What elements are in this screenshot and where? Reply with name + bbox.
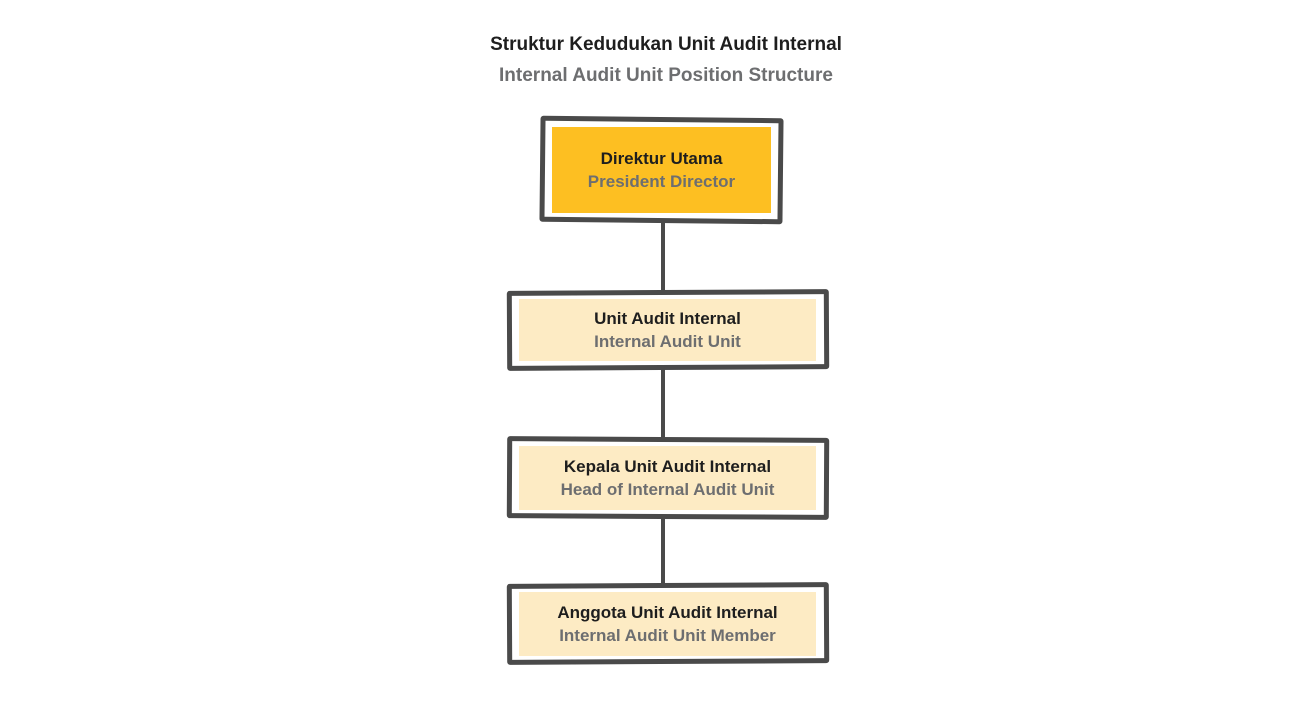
node-head-internal-audit: Kepala Unit Audit Internal Head of Inter… [519, 446, 816, 510]
node-sublabel: Internal Audit Unit Member [559, 626, 776, 645]
node-sublabel: President Director [587, 172, 736, 191]
node-label: Kepala Unit Audit Internal [563, 457, 772, 476]
node-internal-audit-member: Anggota Unit Audit Internal Internal Aud… [519, 592, 816, 656]
node-label: Anggota Unit Audit Internal [557, 603, 778, 622]
node-president-director: Direktur Utama President Director [552, 127, 771, 213]
connector-line [661, 367, 665, 439]
node-internal-audit-unit: Unit Audit Internal Internal Audit Unit [519, 299, 816, 361]
chart-title: Struktur Kedudukan Unit Audit Internal [490, 34, 842, 55]
node-label: Unit Audit Internal [594, 309, 741, 328]
connector-line [661, 516, 665, 585]
node-sublabel: Internal Audit Unit [594, 332, 741, 351]
chart-subtitle: Internal Audit Unit Position Structure [499, 65, 833, 86]
node-sublabel: Head of Internal Audit Unit [560, 480, 775, 499]
node-label: Direktur Utama [600, 149, 723, 168]
connector-line [661, 220, 665, 292]
